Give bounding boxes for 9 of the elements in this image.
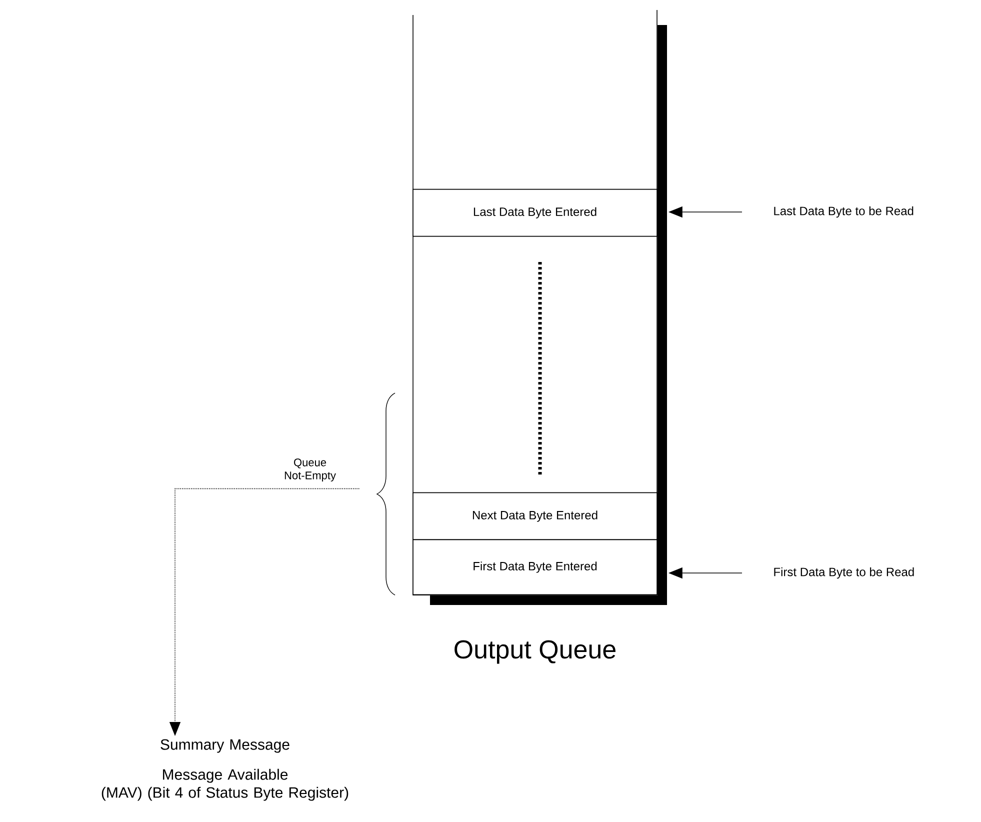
label-text: First Data Byte to be Read (774, 567, 914, 579)
queue-entry-box: Last Data Byte Entered (412, 188, 658, 237)
queue-entry-box: First Data Byte Entered (412, 539, 658, 596)
label-text: Queue Not-Empty (284, 458, 336, 482)
queue-entry-box: Next Data Byte Entered (412, 492, 658, 540)
heading-text: Summary Message (160, 739, 290, 753)
description-text: Message Available (MAV) (Bit 4 of Status Byte Register) (102, 768, 348, 801)
caption-text: Output Queue (454, 640, 616, 664)
label-text: Last Data Byte to be Read (774, 206, 914, 218)
